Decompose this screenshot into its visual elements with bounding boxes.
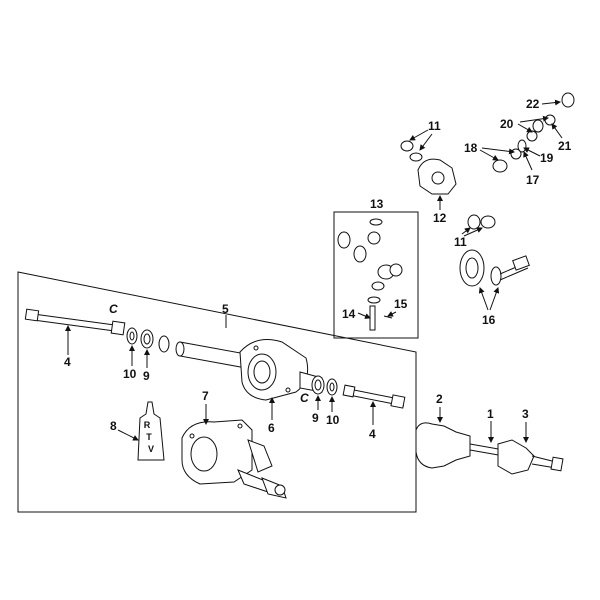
callout-17: 17: [526, 173, 540, 187]
callout-4-left: 4: [64, 355, 71, 369]
pinion-seal-20: [532, 119, 544, 133]
svg-text:V: V: [148, 444, 154, 454]
cross-shaft-pin: [369, 305, 376, 331]
callout-10-left: 10: [123, 367, 137, 381]
callout-9-left: 9: [143, 369, 150, 383]
callout-11-upper: 11: [428, 119, 441, 133]
callout-14: 14: [342, 307, 356, 321]
axle-housing: [175, 339, 323, 401]
left-ring: [158, 335, 170, 353]
svg-text:C: C: [300, 391, 309, 405]
diff-bearing-upper-a: [400, 140, 414, 152]
callout-18: 18: [464, 141, 478, 155]
differential-gear-box: [333, 211, 419, 339]
svg-text:T: T: [146, 432, 152, 442]
callout-16: 16: [482, 313, 496, 327]
callout-15: 15: [394, 297, 408, 311]
callout-11-lower: 11: [454, 235, 467, 249]
callout-9-right: 9: [312, 411, 319, 425]
rtv-label: R: [144, 420, 151, 430]
ring-and-pinion: [459, 249, 530, 287]
carrier-housing: [181, 419, 287, 499]
callout-7: 7: [202, 389, 209, 403]
pinion-ring-19: [517, 139, 527, 153]
callout-13: 13: [370, 197, 384, 211]
left-axle-shaft: [24, 308, 126, 336]
callout-3: 3: [522, 407, 529, 421]
callout-20: 20: [500, 117, 514, 131]
pinion-nut-22: [561, 92, 575, 108]
callout-2: 2: [436, 392, 443, 406]
callout-10-right: 10: [326, 413, 340, 427]
callout-8: 8: [110, 419, 117, 433]
differential-case: [417, 158, 457, 195]
callout-21: 21: [558, 139, 572, 153]
svg-text:C: C: [109, 302, 118, 316]
diff-bearing-lower-a: [467, 214, 481, 230]
callout-19: 19: [540, 151, 554, 165]
cv-halfshaft: [415, 422, 564, 475]
axle-assembly-box: [17, 271, 417, 513]
callout-1: 1: [487, 407, 494, 421]
callout-4-right: 4: [369, 427, 376, 441]
callout-22: 22: [526, 97, 540, 111]
right-axle-shaft: [342, 384, 406, 409]
pinion-bearing-18a: [492, 159, 508, 173]
callout-6: 6: [268, 421, 275, 435]
side-gear-washer: [369, 218, 383, 226]
rtv-sealant-tube: R T V: [137, 401, 165, 461]
callout-5: 5: [222, 302, 229, 316]
callout-12: 12: [433, 211, 447, 225]
